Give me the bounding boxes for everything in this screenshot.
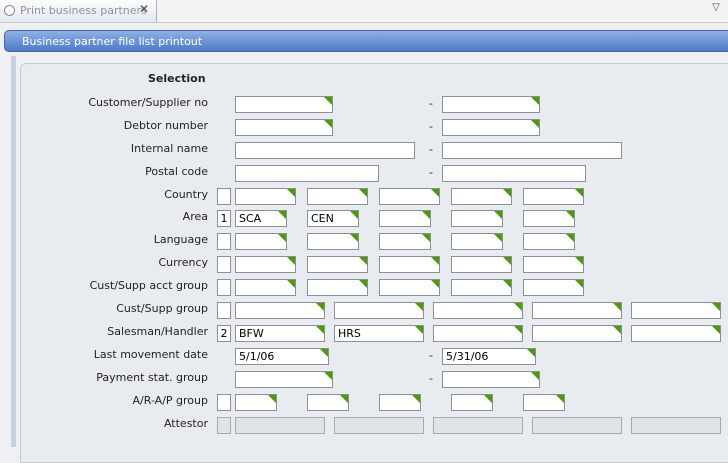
area-field-4[interactable] [451, 210, 503, 227]
currency-field-5[interactable] [523, 256, 584, 273]
currency-field-3[interactable] [379, 256, 440, 273]
language-field-2[interactable] [307, 233, 359, 250]
debtor-number-label: Debtor number [123, 119, 208, 132]
cust-supp-group-field-1[interactable] [235, 302, 325, 319]
country-field-2[interactable] [307, 188, 368, 205]
attestor-label: Attestor [163, 417, 208, 430]
currency-label: Currency [158, 256, 208, 269]
range-dash: - [429, 349, 433, 362]
area-count-field[interactable]: 1 [217, 210, 231, 227]
section-heading: Selection [148, 72, 206, 85]
postal-code-label: Postal code [145, 165, 208, 178]
payment-stat-group-label: Payment stat. group [96, 371, 208, 384]
cust-supp-acct-group-field-1[interactable] [235, 279, 296, 296]
salesman-handler-field-5[interactable] [631, 325, 721, 342]
tab-bar: Print business partners ✕ ▽ [0, 0, 728, 23]
view-menu-icon[interactable]: ▽ [712, 2, 720, 13]
debtor-number-to-field[interactable] [442, 119, 540, 136]
internal-name-from-field[interactable] [235, 142, 415, 159]
salesman-handler-count-field[interactable]: 2 [217, 325, 231, 342]
left-strip [11, 56, 16, 447]
debtor-number-from-field[interactable] [235, 119, 333, 136]
salesman-handler-field-1[interactable]: BFW [235, 325, 325, 342]
tab-print-business-partners[interactable]: Print business partners ✕ [0, 0, 157, 22]
cust-supp-acct-group-field-5[interactable] [523, 279, 584, 296]
ar-ap-group-field-1[interactable] [235, 394, 277, 411]
ar-ap-group-field-5[interactable] [523, 394, 565, 411]
last-movement-date-label: Last movement date [93, 348, 208, 361]
last-movement-date-from-field[interactable]: 5/1/06 [235, 348, 329, 365]
customer-supplier-no-label: Customer/Supplier no [88, 96, 208, 109]
range-dash: - [429, 143, 433, 156]
area-field-3[interactable] [379, 210, 431, 227]
tab-label: Print business partners [20, 4, 147, 17]
currency-field-4[interactable] [451, 256, 512, 273]
area-field-5[interactable] [523, 210, 575, 227]
language-field-4[interactable] [451, 233, 503, 250]
selection-panel [20, 63, 728, 463]
attestor-field-1 [235, 417, 325, 434]
attestor-field-3 [433, 417, 523, 434]
salesman-handler-label: Salesman/Handler [107, 325, 208, 338]
area-field-1[interactable]: SCA [235, 210, 287, 227]
salesman-handler-field-3[interactable] [433, 325, 523, 342]
range-dash: - [429, 372, 433, 385]
payment-stat-group-from-field[interactable] [235, 371, 333, 388]
currency-field-2[interactable] [307, 256, 368, 273]
ar-ap-group-count-field[interactable] [217, 394, 231, 411]
attestor-field-4 [532, 417, 622, 434]
internal-name-to-field[interactable] [442, 142, 622, 159]
currency-count-field[interactable] [217, 256, 231, 273]
country-count-field[interactable] [217, 188, 231, 205]
country-field-1[interactable] [235, 188, 296, 205]
payment-stat-group-to-field[interactable] [442, 371, 540, 388]
range-dash: - [429, 97, 433, 110]
internal-name-label: Internal name [130, 142, 208, 155]
attestor-count-field [217, 417, 231, 434]
salesman-handler-field-4[interactable] [532, 325, 622, 342]
cust-supp-acct-group-field-4[interactable] [451, 279, 512, 296]
ar-ap-group-field-2[interactable] [307, 394, 349, 411]
ar-ap-group-field-3[interactable] [379, 394, 421, 411]
postal-code-from-field[interactable] [235, 165, 379, 182]
form-title: Business partner file list printout [22, 35, 203, 48]
cust-supp-acct-group-field-2[interactable] [307, 279, 368, 296]
attestor-field-5 [631, 417, 721, 434]
ar-ap-group-field-4[interactable] [451, 394, 493, 411]
language-label: Language [153, 233, 208, 246]
salesman-handler-field-2[interactable]: HRS [334, 325, 424, 342]
cust-supp-group-field-5[interactable] [631, 302, 721, 319]
cust-supp-group-field-2[interactable] [334, 302, 424, 319]
range-dash: - [429, 120, 433, 133]
language-field-3[interactable] [379, 233, 431, 250]
range-dash: - [429, 166, 433, 179]
form-title-bar: Business partner file list printout [4, 30, 728, 52]
currency-field-1[interactable] [235, 256, 296, 273]
language-count-field[interactable] [217, 233, 231, 250]
customer-supplier-no-from-field[interactable] [235, 96, 333, 113]
postal-code-to-field[interactable] [442, 165, 586, 182]
country-field-5[interactable] [523, 188, 584, 205]
country-field-4[interactable] [451, 188, 512, 205]
language-field-1[interactable] [235, 233, 287, 250]
cust-supp-group-field-4[interactable] [532, 302, 622, 319]
attestor-field-2 [334, 417, 424, 434]
area-label: Area [182, 210, 208, 223]
cust-supp-group-label: Cust/Supp group [116, 302, 208, 315]
customer-supplier-no-to-field[interactable] [442, 96, 540, 113]
cust-supp-group-count-field[interactable] [217, 302, 231, 319]
last-movement-date-to-field[interactable]: 5/31/06 [442, 348, 536, 365]
country-label: Country [164, 188, 208, 201]
cust-supp-acct-group-field-3[interactable] [379, 279, 440, 296]
close-icon[interactable]: ✕ [138, 2, 150, 16]
area-field-2[interactable]: CEN [307, 210, 359, 227]
country-field-3[interactable] [379, 188, 440, 205]
window-icon [4, 5, 15, 16]
cust-supp-acct-group-count-field[interactable] [217, 279, 231, 296]
cust-supp-acct-group-label: Cust/Supp acct group [89, 279, 208, 292]
language-field-5[interactable] [523, 233, 575, 250]
ar-ap-group-label: A/R-A/P group [132, 394, 208, 407]
cust-supp-group-field-3[interactable] [433, 302, 523, 319]
